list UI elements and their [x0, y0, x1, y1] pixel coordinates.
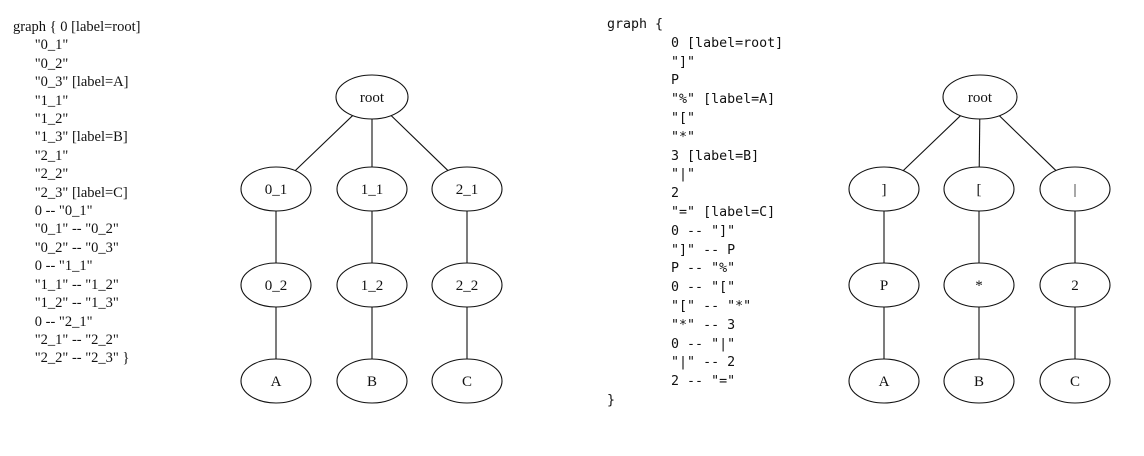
graph-node — [336, 166, 408, 212]
graph-node-label: | — [1073, 182, 1076, 198]
code-line: 0 -- "0_1" — [13, 203, 93, 220]
graph-node — [848, 262, 920, 308]
graph-node — [431, 166, 503, 212]
code-line: "=" [label=C] — [607, 204, 776, 220]
graph-edge — [390, 115, 449, 171]
code-line: graph { — [607, 17, 664, 32]
code-line: "|" — [607, 167, 696, 183]
code-line: "2_3" [label=C] — [13, 184, 128, 201]
code-line: "0_2" — [13, 55, 69, 72]
graph-node — [336, 262, 408, 308]
graph-node-label: 0_2 — [265, 278, 288, 294]
code-line: "]" — [607, 54, 696, 70]
code-line: 2 — [607, 186, 680, 202]
code-line: "0_3" [label=A] — [13, 74, 129, 91]
code-line: "2_1" — [13, 147, 69, 164]
graph-edge — [998, 115, 1057, 171]
code-line: 0 -- "2_1" — [13, 313, 93, 330]
code-line: "]" -- P — [607, 242, 736, 258]
code-line: "1_2" — [13, 111, 69, 128]
code-line: "2_1" -- "2_2" — [13, 331, 119, 348]
code-line: "0_1" — [13, 37, 69, 54]
graph-node — [240, 262, 312, 308]
graph-node-label: C — [1070, 374, 1080, 390]
graph-node-label: B — [367, 374, 377, 390]
graph-node-label: 2_2 — [456, 278, 479, 294]
code-line: 0 -- "]" — [607, 223, 736, 239]
graph-node-label: 1_1 — [361, 182, 384, 198]
graph-node — [1039, 166, 1111, 212]
code-line: 0 -- "|" — [607, 336, 736, 352]
graph-node-label: B — [974, 374, 984, 390]
graph-node — [942, 74, 1018, 120]
left-dot-source: graph { 0 [label=root] "0_1" "0_2" "0_3"… — [13, 18, 140, 368]
graph-node — [1039, 358, 1111, 404]
graph-node-label: * — [975, 278, 983, 294]
code-line: "[" -- "*" — [607, 298, 752, 314]
graph-node — [431, 262, 503, 308]
graph-node-label: A — [271, 374, 282, 390]
code-line: P — [607, 73, 680, 89]
graph-node-label: 2 — [1071, 278, 1079, 294]
code-line: "2_2" — [13, 166, 69, 183]
graph-edge — [902, 115, 961, 172]
graph-node-label: 0_1 — [265, 182, 288, 198]
code-line: "1_2" -- "1_3" — [13, 295, 119, 312]
graph-node-label: P — [880, 278, 888, 294]
graph-node — [943, 166, 1015, 212]
code-line: 0 [label=root] — [607, 35, 784, 51]
graph-node — [943, 358, 1015, 404]
graph-node — [431, 358, 503, 404]
right-dot-source: graph { 0 [label=root] "]" P "%" [label=… — [607, 16, 783, 411]
graph-node-label: root — [360, 90, 385, 106]
graph-node-label: root — [968, 90, 993, 106]
graph-node-label: 2_1 — [456, 182, 479, 198]
code-line: 2 -- "=" — [607, 374, 736, 390]
code-line: 0 -- "[" — [607, 280, 736, 296]
code-line: "*" -- 3 — [607, 317, 736, 333]
graph-node — [848, 358, 920, 404]
code-line: "2_2" -- "2_3" } — [13, 350, 130, 367]
graph-node — [335, 74, 409, 120]
graph-node-label: C — [462, 374, 472, 390]
graph-node — [1039, 262, 1111, 308]
graph-node-label: ] — [882, 182, 887, 198]
code-line: "1_1" -- "1_2" — [13, 276, 119, 293]
code-line: "1_3" [label=B] — [13, 129, 128, 146]
graph-node-label: 1_2 — [361, 278, 384, 294]
code-line: "*" — [607, 129, 696, 145]
code-line: "1_1" — [13, 92, 69, 109]
graph-node-label: [ — [977, 182, 982, 198]
code-line: graph { 0 [label=root] — [13, 19, 141, 35]
graph-node — [848, 166, 920, 212]
graph-edge — [294, 115, 354, 172]
code-line: "0_1" -- "0_2" — [13, 221, 119, 238]
graph-node — [240, 166, 312, 212]
code-line: "%" [label=A] — [607, 92, 776, 108]
code-line: P -- "%" — [607, 261, 736, 277]
code-line: } — [607, 392, 616, 408]
graph-node — [943, 262, 1015, 308]
code-line: "|" -- 2 — [607, 355, 736, 371]
graph-edge — [978, 118, 981, 168]
graph-node — [240, 358, 312, 404]
graph-node-label: A — [879, 374, 890, 390]
graph-node — [336, 358, 408, 404]
code-line: "[" — [607, 110, 696, 126]
code-line: "0_2" -- "0_3" — [13, 239, 119, 256]
code-line: 3 [label=B] — [607, 148, 760, 164]
code-line: 0 -- "1_1" — [13, 258, 93, 275]
